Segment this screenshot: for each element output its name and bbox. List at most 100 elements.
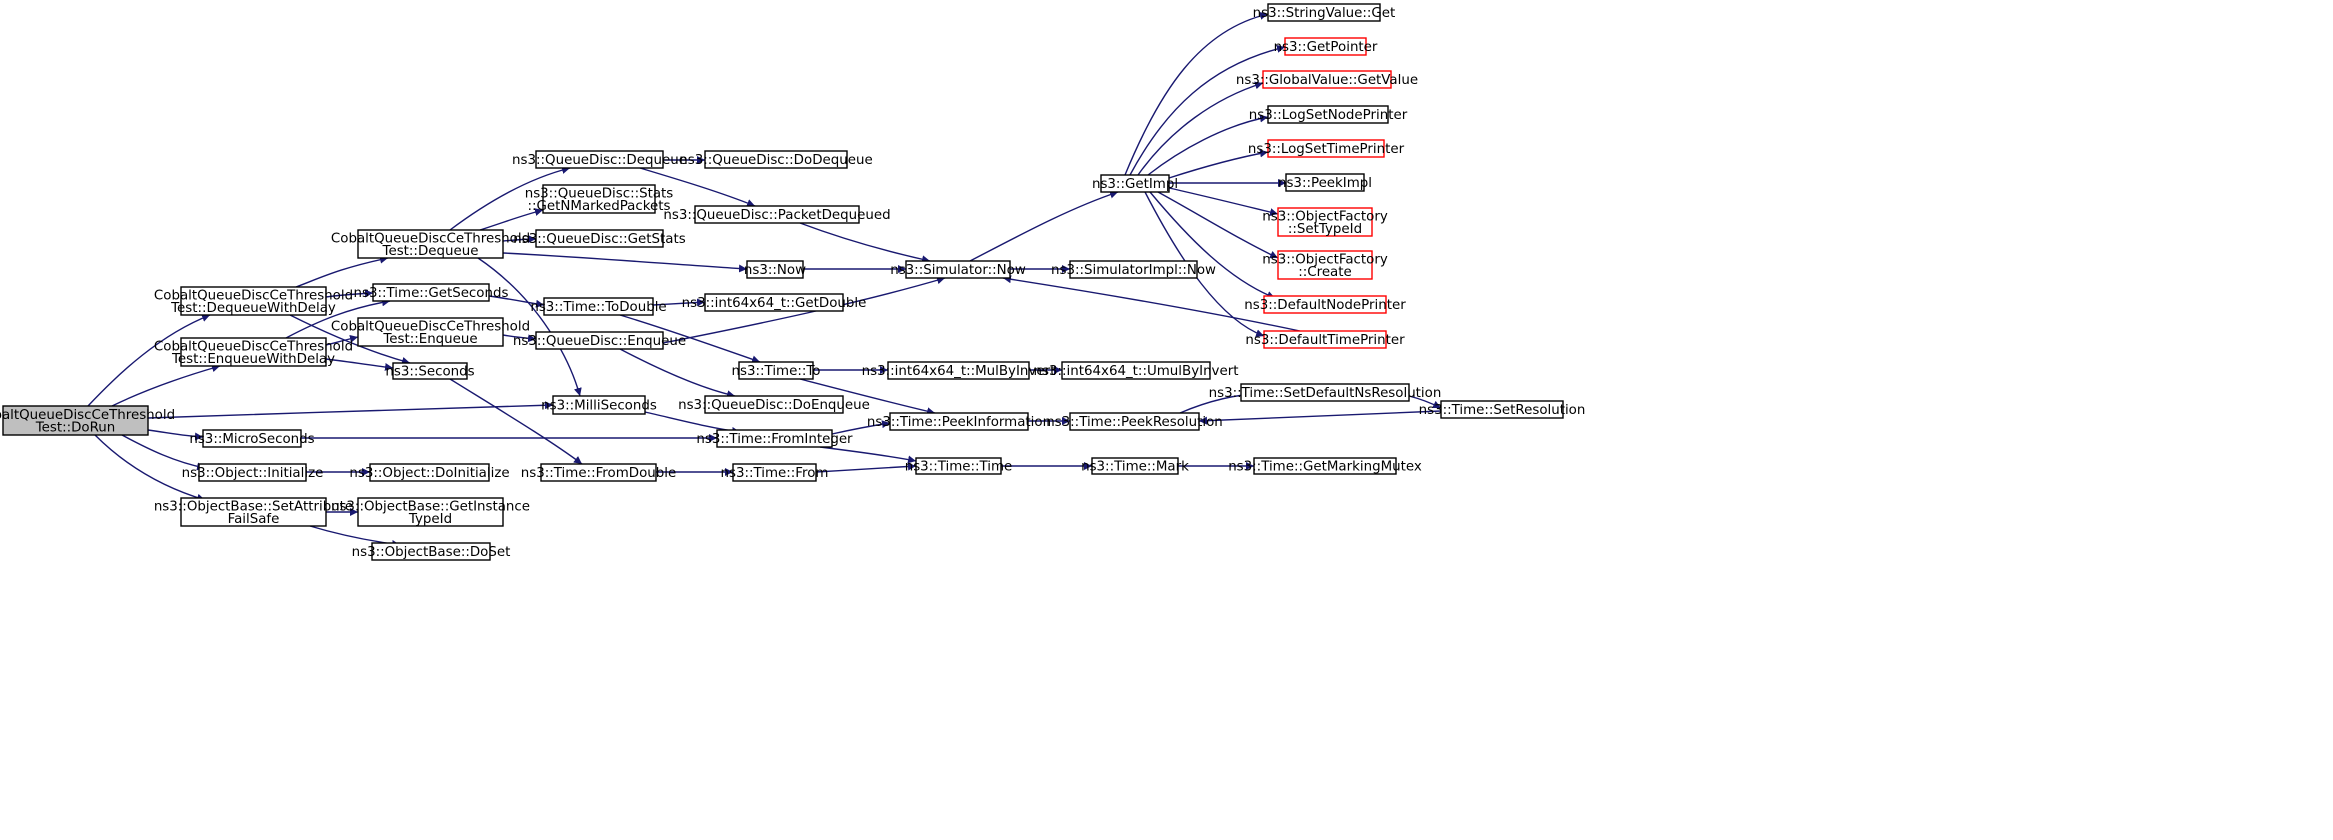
node-objectfactory-settypeid[interactable]: ns3::ObjectFactory::SetTypeId [1262, 207, 1388, 237]
node-label: CobaltQueueDiscCeThreshold [154, 339, 353, 354]
node-enqueuewithdelay[interactable]: CobaltQueueDiscCeThresholdTest::EnqueueW… [154, 337, 353, 367]
node-label: ns3::QueueDisc::PacketDequeued [663, 208, 890, 223]
node-label: ns3::LogSetNodePrinter [1249, 108, 1408, 123]
node-box [357, 497, 504, 527]
node-label: ns3::Time::ToDouble [530, 300, 666, 315]
edge-getimpl-to-defaultnodeprinter [1149, 191, 1276, 299]
node-umulbyinvert[interactable]: ns3::int64x64_t::UmulByInvert [1034, 361, 1239, 380]
edge-dorun-to-setattributefailsafe [94, 434, 206, 502]
node-object-initialize[interactable]: ns3::Object::Initialize [182, 463, 324, 482]
node-box [915, 457, 1002, 475]
node-defaultnodeprinter[interactable]: ns3::DefaultNodePrinter [1244, 295, 1406, 314]
node-objectbase-doset[interactable]: ns3::ObjectBase::DoSet [352, 542, 511, 561]
node-qd-dodequeue[interactable]: ns3::QueueDisc::DoDequeue [679, 150, 873, 169]
node-qd-packetdequeued[interactable]: ns3::QueueDisc::PacketDequeued [663, 205, 891, 224]
edge-time-from-to-time-time [815, 462, 917, 473]
node-time-fromdouble[interactable]: ns3::Time::FromDouble [521, 463, 676, 482]
node-time-setresolution[interactable]: ns3::Time::SetResolution [1419, 400, 1586, 419]
edge-dorun-to-object-initialize [121, 434, 206, 471]
node-label: ns3::ObjectBase::SetAttribute [154, 499, 353, 514]
node-qd-dequeue[interactable]: ns3::QueueDisc::Dequeue [512, 150, 687, 169]
node-qd-doenqueue[interactable]: ns3::QueueDisc::DoEnqueue [678, 395, 870, 414]
node-getimpl[interactable]: ns3::GetImpl [1092, 174, 1178, 193]
node-time-getmarkingmutex[interactable]: ns3::Time::GetMarkingMutex [1228, 457, 1422, 475]
node-time-time[interactable]: ns3::Time::Time [905, 457, 1013, 475]
edge-enqueuewithdelay-to-test-enqueue [325, 334, 359, 346]
node-label: ns3::Time::FromInteger [696, 432, 853, 447]
node-box [887, 361, 1030, 380]
edge-getimpl-to-logsetnodeprinter [1147, 114, 1269, 176]
node-objectfactory-create[interactable]: ns3::ObjectFactory::Create [1262, 250, 1388, 280]
node-time-getseconds[interactable]: ns3::Time::GetSeconds [354, 283, 509, 302]
node-box [1263, 330, 1387, 349]
node-qd-getstats[interactable]: ns3::QueueDisc::GetStats [513, 229, 686, 248]
node-box [1069, 260, 1198, 279]
edge-time-todouble-to-getdouble [652, 298, 706, 307]
node-label: ns3::GlobalValue::GetValue [1236, 73, 1418, 88]
node-object-doinitialize[interactable]: ns3::Object::DoInitialize [349, 463, 510, 482]
node-box [1061, 361, 1211, 380]
node-simulatorimpl-now[interactable]: ns3::SimulatorImpl::Now [1051, 260, 1216, 279]
node-box [746, 260, 804, 279]
node-time-todouble[interactable]: ns3::Time::ToDouble [530, 297, 667, 316]
node-globalvalue-getvalue[interactable]: ns3::GlobalValue::GetValue [1236, 70, 1418, 89]
edge-time-setresolution-to-time-peekresolution [1198, 410, 1442, 425]
node-microseconds[interactable]: ns3::MicroSeconds [189, 429, 315, 448]
node-time-peekresolution[interactable]: ns3::Time::PeekResolution [1046, 412, 1223, 431]
node-label: ns3::Time::FromDouble [521, 466, 676, 481]
node-peekimpl[interactable]: ns3::PeekImpl [1278, 173, 1372, 192]
node-time-frominteger[interactable]: ns3::Time::FromInteger [696, 429, 853, 448]
node-box [357, 229, 504, 259]
node-time-peekinformation[interactable]: ns3::Time::PeekInformation [867, 412, 1051, 431]
node-time-from[interactable]: ns3::Time::From [721, 463, 829, 482]
node-box [1277, 250, 1373, 280]
node-getdouble[interactable]: ns3::int64x64_t::GetDouble [682, 293, 867, 312]
node-time-mark[interactable]: ns3::Time::Mark [1081, 457, 1189, 475]
node-label: TypeId [408, 512, 452, 527]
node-box [369, 463, 490, 482]
node-label: ns3::Time::PeekInformation [867, 415, 1051, 430]
edge-test-dequeue-to-qd-dequeue [449, 166, 571, 231]
node-box [738, 361, 814, 380]
node-label: ns3::Time::Time [905, 460, 1013, 475]
edge-time-setdefaultnsresolution-to-time-setresolution [1408, 395, 1442, 409]
node-label: ns3::ObjectBase::DoSet [352, 545, 511, 560]
edge-milliseconds-to-time-frominteger [644, 411, 741, 435]
node-stringvalue-get[interactable]: ns3::StringValue::Get [1253, 3, 1396, 22]
edge-test-enqueue-to-qd-enqueue [502, 334, 537, 343]
node-mulbyinvert[interactable]: ns3::int64x64_t::MulByInvert [862, 361, 1056, 380]
node-qd-enqueue[interactable]: ns3::QueueDisc::Enqueue [513, 331, 686, 350]
edge-dequeuewithdelay-to-test-dequeue [295, 255, 389, 288]
node-logsettimeprinter[interactable]: ns3::LogSetTimePrinter [1248, 139, 1405, 158]
node-defaulttimeprinter[interactable]: ns3::DefaultTimePrinter [1245, 330, 1405, 349]
node-logsetnodeprinter[interactable]: ns3::LogSetNodePrinter [1249, 105, 1408, 124]
node-label: ns3::MilliSeconds [541, 399, 657, 414]
node-qd-stats-getnmarked[interactable]: ns3::QueueDisc::Stats::GetNMarkedPackets [525, 184, 674, 214]
node-label: ns3::Time::GetMarkingMutex [1228, 460, 1422, 475]
node-label: ns3::Time::SetDefaultNsResolution [1209, 386, 1442, 401]
node-label: ns3::QueueDisc::DoEnqueue [678, 398, 870, 413]
node-time-to[interactable]: ns3::Time::To [732, 361, 821, 380]
node-milliseconds[interactable]: ns3::MilliSeconds [541, 395, 657, 415]
node-getpointer[interactable]: ns3::GetPointer [1274, 37, 1378, 56]
node-label: Test::Dequeue [382, 244, 479, 259]
node-box [542, 184, 656, 214]
node-seconds[interactable]: ns3::Seconds [385, 362, 475, 380]
node-label: ns3::QueueDisc::DoDequeue [679, 153, 872, 168]
node-time-setdefaultnsresolution[interactable]: ns3::Time::SetDefaultNsResolution [1209, 383, 1442, 402]
node-now[interactable]: ns3::Now [744, 260, 806, 279]
node-label: ::GetNMarkedPackets [528, 199, 671, 214]
node-label: ns3::ObjectBase::GetInstance [331, 499, 530, 514]
node-simulator-now[interactable]: ns3::Simulator::Now [890, 260, 1026, 279]
edge-getimpl-to-defaulttimeprinter [1144, 191, 1265, 338]
edge-test-dequeue-to-now [502, 252, 748, 273]
node-label: ns3::ObjectFactory [1262, 252, 1388, 267]
node-dequeuewithdelay[interactable]: CobaltQueueDiscCeThresholdTest::DequeueW… [154, 286, 353, 316]
node-box [392, 362, 468, 380]
